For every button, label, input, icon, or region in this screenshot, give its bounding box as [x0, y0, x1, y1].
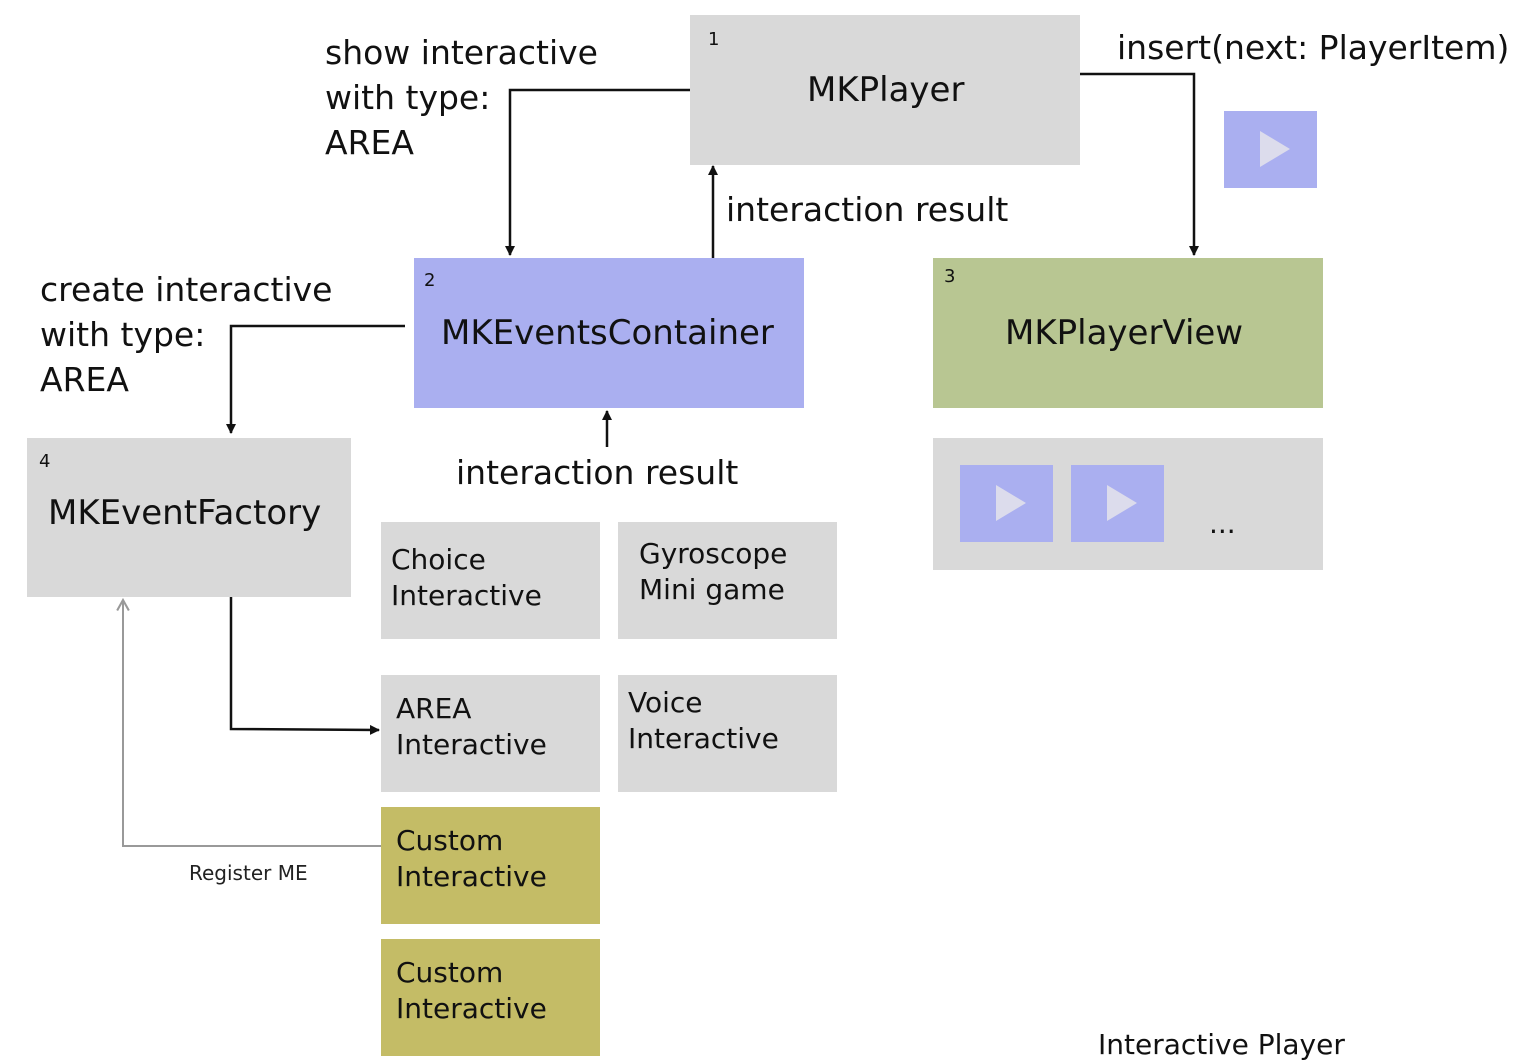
label-interaction-result-bottom: interaction result: [456, 453, 739, 492]
label-line: create interactive: [40, 270, 333, 309]
arrow-factory-to-area: [229, 597, 380, 735]
label-line: Interactive: [396, 992, 547, 1025]
node-title: MKPlayer: [807, 70, 965, 110]
label-line: Custom: [396, 824, 504, 857]
label-show-interactive: show interactive with type: AREA: [325, 30, 598, 165]
label-line: AREA: [396, 692, 472, 725]
label-create-interactive: create interactive with type: AREA: [40, 267, 332, 402]
label-line: Interactive: [396, 728, 547, 761]
label-line: Mini game: [639, 573, 785, 606]
node-mkplayerview: 3 MKPlayerView: [933, 258, 1323, 408]
label-line: Voice: [628, 686, 703, 719]
label-line: Interactive: [396, 860, 547, 893]
interactive-voice: Voice Interactive: [618, 675, 837, 792]
play-icon: [1107, 485, 1137, 521]
arrow-register-me: [116, 597, 381, 847]
node-number: 4: [39, 451, 51, 472]
interactive-area: AREA Interactive: [381, 675, 600, 792]
node-number: 3: [944, 266, 956, 287]
label-line: Gyroscope: [639, 537, 788, 570]
label-interaction-result-top: interaction result: [726, 190, 1009, 229]
label-line: AREA: [325, 123, 414, 162]
arrow-player-to-view: [1080, 72, 1199, 256]
label-line: show interactive: [325, 33, 598, 72]
interactive-label: Custom Interactive: [396, 823, 547, 895]
label-register-me: Register ME: [189, 861, 308, 885]
interactive-label: Custom Interactive: [396, 955, 547, 1027]
label-line: Choice: [391, 543, 486, 576]
node-title: MKEventFactory: [48, 493, 322, 533]
label-line: Custom: [396, 956, 504, 989]
node-mkeventscontainer: 2 MKEventsContainer: [414, 258, 804, 408]
label-line: with type:: [325, 78, 491, 117]
arrow-player-to-container: [505, 88, 690, 256]
label-line: with type:: [40, 315, 206, 354]
playlist-more: ...: [1209, 507, 1236, 540]
node-number: 1: [708, 29, 720, 50]
interactive-label: Voice Interactive: [628, 685, 779, 757]
interactive-choice: Choice Interactive: [381, 522, 600, 639]
interactive-custom: Custom Interactive: [381, 939, 600, 1056]
label-line: Interactive: [391, 579, 542, 612]
interactive-label: Choice Interactive: [391, 542, 542, 614]
arrow-container-to-factory: [226, 324, 405, 434]
playlist-item: [1071, 465, 1164, 542]
interactive-custom: Custom Interactive: [381, 807, 600, 924]
node-title: MKPlayerView: [1005, 313, 1244, 353]
label-insert-next: insert(next: PlayerItem): [1117, 28, 1510, 67]
node-number: 2: [424, 270, 436, 291]
node-mkeventfactory: 4 MKEventFactory: [27, 438, 351, 597]
playlist: ...: [933, 438, 1323, 570]
label-line: Interactive: [628, 722, 779, 755]
player-item: [1224, 111, 1317, 188]
play-icon: [1260, 131, 1290, 167]
play-icon: [996, 485, 1026, 521]
label-line: AREA: [40, 360, 129, 399]
interactive-gyroscope: Gyroscope Mini game: [618, 522, 837, 639]
diagram-caption: Interactive Player: [1098, 1028, 1345, 1061]
node-title: MKEventsContainer: [441, 313, 774, 353]
playlist-item: [960, 465, 1053, 542]
interactive-label: AREA Interactive: [396, 691, 547, 763]
node-mkplayer: 1 MKPlayer: [690, 15, 1080, 165]
interactive-label: Gyroscope Mini game: [639, 536, 787, 608]
